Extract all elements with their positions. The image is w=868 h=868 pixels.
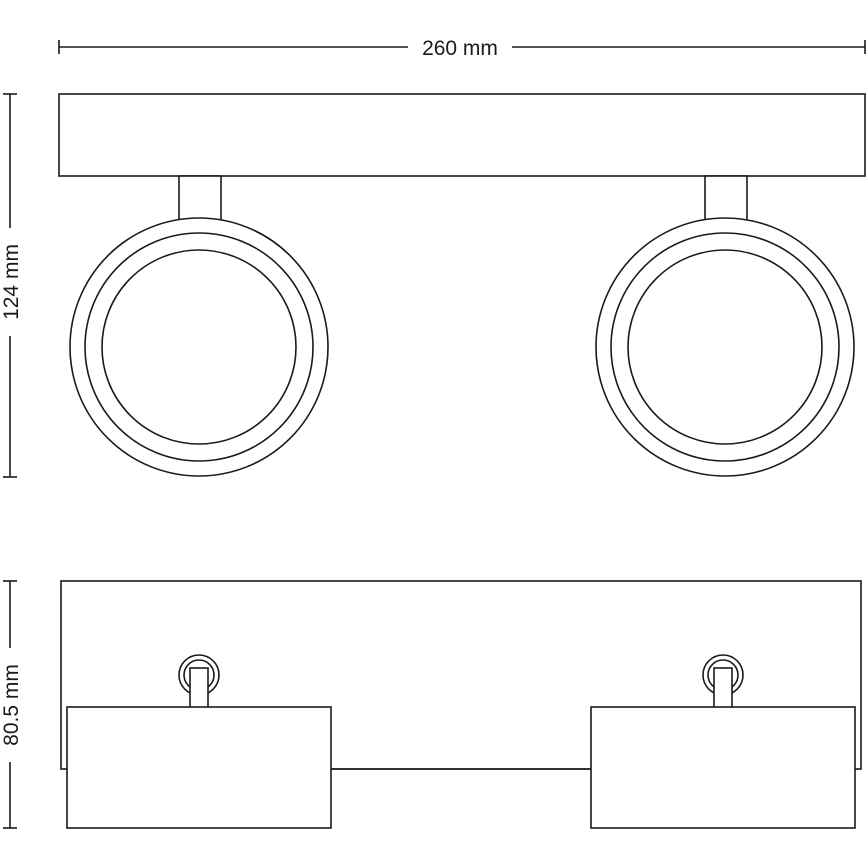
- height-dimension-label: 124 mm: [0, 244, 23, 320]
- front-right-middle-ring: [610, 232, 840, 462]
- height-dimension: 124 mm: [0, 93, 23, 478]
- width-dimension-label: 260 mm: [422, 37, 498, 60]
- front-right-spot: [595, 175, 855, 477]
- side-left-pivot-arm: [189, 667, 209, 709]
- width-dimension: 260 mm: [58, 37, 866, 60]
- front-left-lens: [101, 249, 297, 445]
- side-left-spot-body: [66, 706, 332, 829]
- front-right-lens: [627, 249, 823, 445]
- depth-dimension-label: 80.5 mm: [0, 664, 23, 746]
- side-right-pivot-arm: [713, 667, 733, 709]
- side-left-spot: [66, 654, 332, 829]
- side-right-spot-body: [590, 706, 856, 829]
- front-left-middle-ring: [84, 232, 314, 462]
- depth-dimension: 80.5 mm: [0, 580, 23, 829]
- side-right-spot: [590, 654, 856, 829]
- front-left-outer-ring: [69, 217, 329, 477]
- front-left-spot: [69, 175, 329, 477]
- front-mounting-bar: [58, 93, 866, 177]
- front-right-outer-ring: [595, 217, 855, 477]
